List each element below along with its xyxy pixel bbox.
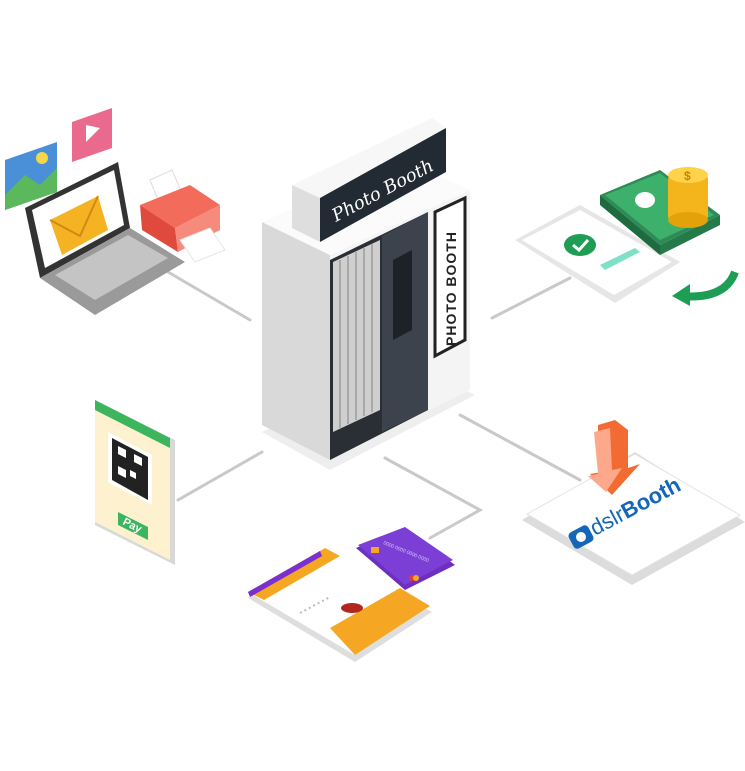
qr-payment-card: Pay <box>95 400 175 565</box>
coin-stack-icon: $ <box>668 167 708 228</box>
money-stack-icon: $ <box>600 167 720 255</box>
qr-code-icon <box>108 432 152 505</box>
connector-dslrbooth <box>458 413 582 482</box>
booth-side-sign: PHOTO BOOTH <box>433 195 467 359</box>
printer-icon <box>140 169 226 263</box>
connector-payment-phone <box>490 276 572 320</box>
download-arrow-icon <box>588 420 640 495</box>
laptop-email-icon-group <box>5 108 226 315</box>
photo-booth: PHOTO BOOTH Photo Booth <box>262 118 475 470</box>
password-field <box>299 596 331 614</box>
login-tablet <box>248 548 432 662</box>
check-circle-icon <box>564 234 596 256</box>
connector-qr <box>176 450 264 502</box>
confirmation-bar <box>600 248 640 270</box>
laptop-icon <box>25 162 185 315</box>
connector-card-login <box>383 456 484 540</box>
phone-check-screen <box>515 205 680 303</box>
payment-success-group: $ <box>515 167 739 306</box>
booth-top-sign: Photo Booth <box>292 118 446 242</box>
booth-curtain <box>333 240 380 432</box>
svg-text:$: $ <box>684 169 691 183</box>
login-button[interactable] <box>341 603 363 613</box>
booth-side-label: PHOTO BOOTH <box>443 231 459 346</box>
credit-card: 0000 0000 0000 0000 <box>356 527 455 590</box>
video-play-icon <box>72 108 112 162</box>
connector-laptop <box>166 270 252 322</box>
connector-lines <box>166 270 582 540</box>
card-chip-icon <box>371 547 379 553</box>
image-icon <box>5 142 57 210</box>
dslrbooth-tablet: dslrBooth <box>522 420 745 585</box>
